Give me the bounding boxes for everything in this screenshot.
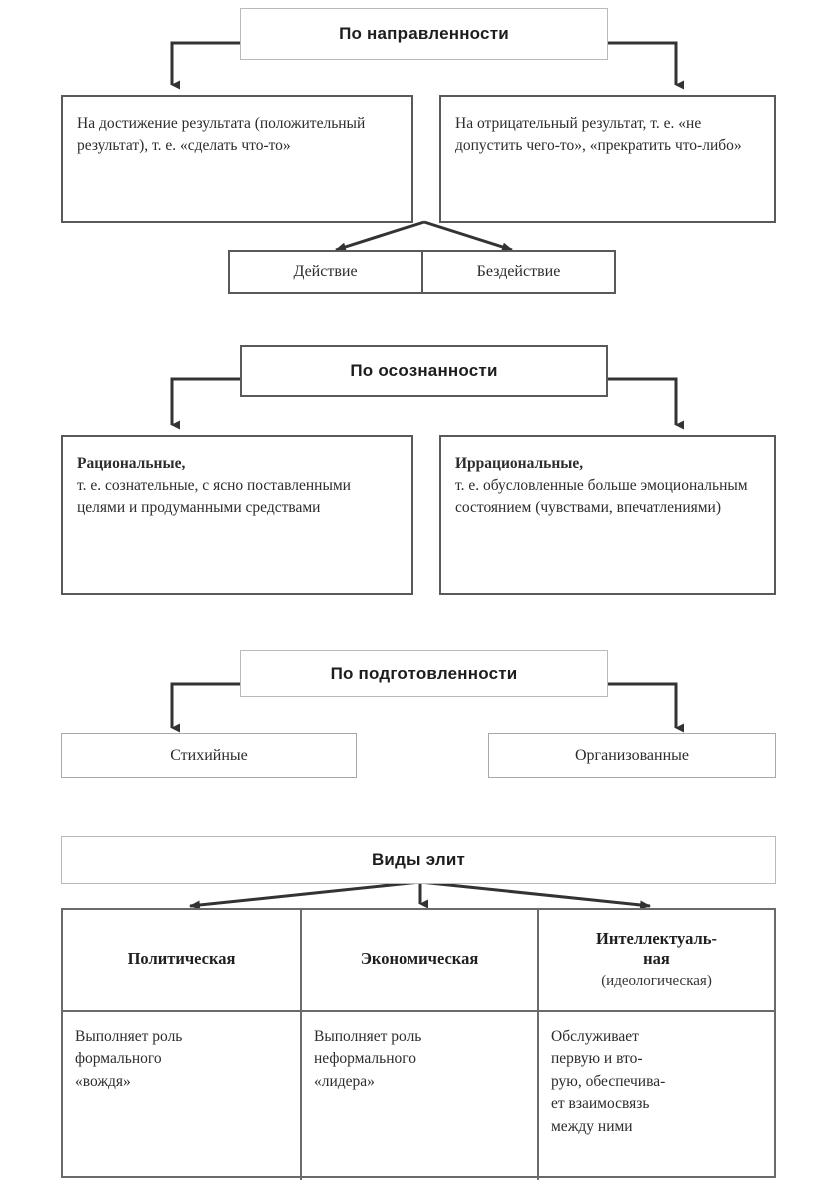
node-spontaneous-label: Стихийные [170,746,248,764]
elite-body-political: Выполняет роль формального «вождя» [75,1028,183,1090]
section-header-orientation: По направленности [240,8,608,60]
elite-header-row: Политическая Экономическая Интеллектуаль… [63,910,774,1010]
node-rational: Рациональные, т. е. сознательные, с ясно… [61,435,413,595]
node-positive-result: На достижение результата (положительный … [61,95,413,223]
node-irrational-text: т. е. обусловленные больше эмоциональным… [455,477,748,516]
node-rational-lead: Рациональные, [77,455,186,472]
node-spontaneous: Стихийные [61,733,357,778]
node-inaction: Бездействие [421,252,614,292]
section-header-preparedness-label: По подготовленности [330,663,518,683]
elite-body-economic: Выполняет роль неформального «лидера» [314,1028,422,1090]
section-header-awareness-label: По осознанности [350,361,498,380]
node-rational-body: Рациональные, т. е. сознательные, с ясно… [63,437,411,529]
node-negative-result-text: На отрицательный результат, т. е. «не до… [455,115,742,154]
section-header-orientation-label: По направленности [339,24,509,43]
elite-header-cell-political: Политическая [63,910,300,1010]
elite-header-cell-intellectual: Интеллектуаль- ная (идеологическая) [537,910,774,1010]
elite-body-row: Выполняет роль формального «вождя» Выпол… [63,1010,774,1180]
connector-action-pair [335,220,513,252]
elite-subtitle-intellectual: (идеологическая) [601,972,712,989]
elite-header-cell-economic: Экономическая [300,910,537,1010]
elite-body-cell-political: Выполняет роль формального «вождя» [63,1012,300,1180]
connector-elite [189,880,651,910]
node-action: Действие [230,252,421,292]
section-header-preparedness: По подготовленности [240,650,608,697]
elite-title-economic: Экономическая [360,948,479,968]
node-irrational: Иррациональные, т. е. обусловленные боль… [439,435,776,595]
elite-title-political: Политическая [127,948,236,968]
section-header-elite-label: Виды элит [371,850,466,869]
elite-body-cell-economic: Выполняет роль неформального «лидера» [300,1012,537,1180]
section-header-elite: Виды элит [61,836,776,884]
section-header-awareness: По осознанности [240,345,608,397]
node-negative-result: На отрицательный результат, т. е. «не до… [439,95,776,223]
node-action-label: Действие [293,263,358,280]
node-action-pair: Действие Бездействие [228,250,616,294]
node-organized-label: Организованные [575,746,689,764]
node-inaction-label: Бездействие [476,263,561,280]
node-positive-result-text: На достижение результата (положительный … [77,115,366,154]
elite-body-cell-intellectual: Обслуживает первую и вто- рую, обеспечив… [537,1012,774,1180]
elite-table: Политическая Экономическая Интеллектуаль… [61,908,776,1180]
node-organized: Организованные [488,733,776,778]
node-irrational-body: Иррациональные, т. е. обусловленные боль… [441,437,774,529]
elite-title-intellectual: Интеллектуаль- ная [596,928,717,969]
node-rational-text: т. е. сознательные, с ясно поставленными… [77,477,351,516]
elite-body-intellectual: Обслуживает первую и вто- рую, обеспечив… [551,1028,666,1135]
node-irrational-lead: Иррациональные, [455,455,584,472]
